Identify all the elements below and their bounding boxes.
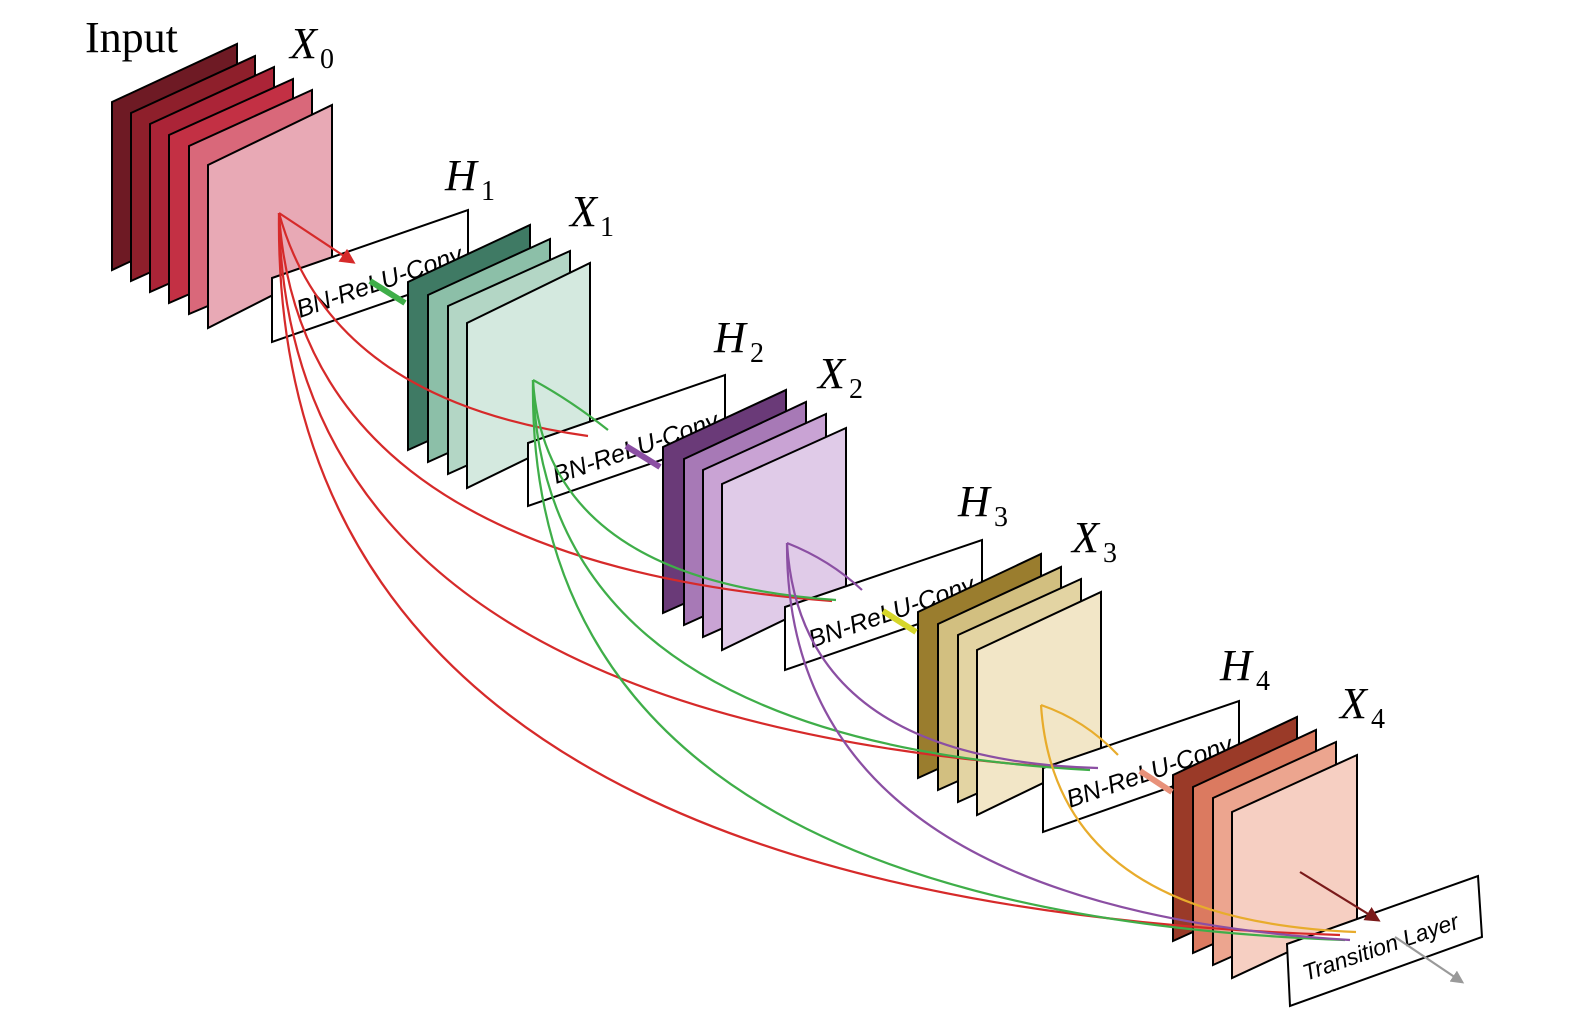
edge-x1-to-h4 — [531, 379, 1091, 772]
edge-x2-to-transition — [785, 542, 1351, 942]
h2-subscript: 2 — [750, 338, 764, 369]
h1-letter: H — [444, 151, 479, 200]
label-x0: X 0 — [288, 19, 334, 75]
output-arrow — [1394, 936, 1465, 984]
h4-subscript: 4 — [1256, 666, 1270, 697]
x4-subscript: 4 — [1371, 704, 1385, 735]
edge-x1-to-h2 — [532, 379, 609, 431]
label-h3: H 3 — [957, 477, 1008, 533]
x1-letter: X — [568, 187, 599, 236]
edge-x0-to-h1 — [278, 212, 356, 264]
x3-letter: X — [1070, 513, 1101, 562]
labels: Input X 0 H 1 X 1 H 2 X 2 H 3 X 3 — [85, 13, 1385, 735]
edge-x4-to-transition — [1299, 871, 1381, 922]
dense-connections — [277, 212, 1465, 984]
edge-x0-to-transition — [277, 212, 1341, 937]
edge-x1-to-h3 — [531, 379, 837, 602]
h1-subscript: 1 — [481, 176, 495, 207]
x2-letter: X — [816, 349, 847, 398]
edge-x1-to-transition — [531, 379, 1346, 942]
x0-subscript: 0 — [320, 44, 334, 75]
edge-x0-to-h4 — [277, 212, 1083, 771]
x3-subscript: 3 — [1103, 538, 1117, 569]
feature-map-stack-x2 — [662, 388, 847, 652]
label-h4: H 4 — [1219, 641, 1270, 697]
edge-x3-to-transition — [1039, 704, 1357, 934]
edge-x2-to-h3 — [786, 541, 863, 591]
x1-subscript: 1 — [600, 212, 614, 243]
h3-letter: H — [957, 477, 992, 526]
label-h1: H 1 — [444, 151, 495, 207]
label-x4: X 4 — [1338, 679, 1385, 735]
label-x1: X 1 — [568, 187, 614, 243]
input-label: Input — [85, 13, 178, 62]
h4-letter: H — [1219, 641, 1254, 690]
edge-x2-to-h4 — [785, 542, 1099, 770]
edge-x3-to-h4 — [1040, 703, 1119, 756]
label-x2: X 2 — [816, 349, 863, 405]
label-h2: H 2 — [713, 313, 764, 369]
label-x3: X 3 — [1070, 513, 1117, 569]
h2-letter: H — [713, 313, 748, 362]
edge-x0-to-h3 — [277, 212, 833, 603]
h3-subscript: 3 — [994, 502, 1008, 533]
edge-x0-to-h2 — [277, 212, 589, 438]
x0-letter: X — [288, 19, 319, 68]
op-connectors — [368, 278, 1174, 795]
x4-letter: X — [1338, 679, 1369, 728]
x2-subscript: 2 — [849, 374, 863, 405]
